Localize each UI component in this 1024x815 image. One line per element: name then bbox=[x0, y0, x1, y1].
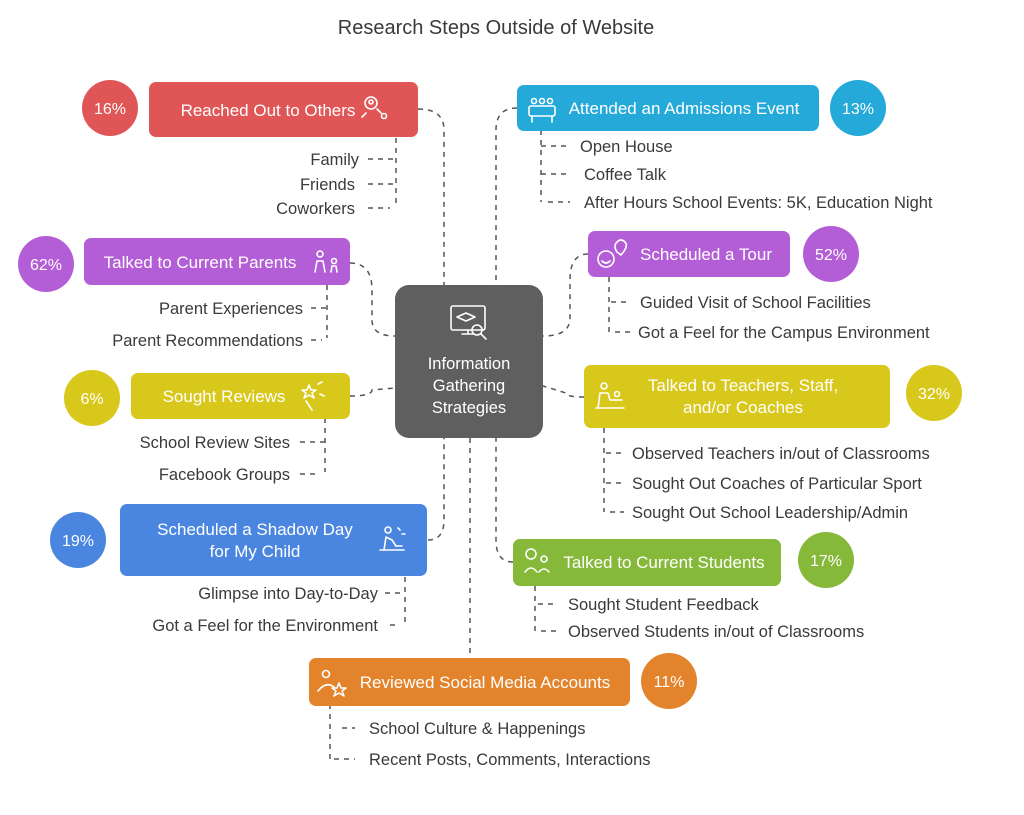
branch-box bbox=[120, 504, 427, 576]
person-network-icon bbox=[361, 96, 388, 120]
location-smile-icon bbox=[597, 239, 628, 268]
branch-label: Attended an Admissions Event bbox=[569, 99, 800, 118]
branch-label-line-2: for My Child bbox=[210, 542, 301, 561]
sub-item: Parent Recommendations bbox=[112, 332, 303, 350]
percent-badge bbox=[798, 532, 854, 588]
branch-label: Sought Reviews bbox=[163, 387, 286, 406]
percent-badge bbox=[803, 226, 859, 282]
branch-box bbox=[149, 82, 418, 137]
branch-label-line-2: and/or Coaches bbox=[683, 398, 803, 417]
people-star-icon bbox=[317, 669, 347, 697]
branch-label: Reviewed Social Media Accounts bbox=[360, 673, 610, 692]
branch-admissions-event: Attended an Admissions Event 13% Open Ho… bbox=[517, 80, 933, 212]
connectors bbox=[300, 107, 630, 760]
sub-item: Sought Out School Leadership/Admin bbox=[632, 504, 908, 522]
branch-reached-out: 16% Reached Out to Others Family Friends… bbox=[82, 80, 418, 218]
branch-reviews: 6% Sought Reviews School Review Sites Fa… bbox=[64, 370, 350, 484]
center-label-line-3: Strategies bbox=[432, 399, 506, 417]
sub-item: Observed Teachers in/out of Classrooms bbox=[632, 445, 930, 463]
sub-item: Guided Visit of School Facilities bbox=[640, 294, 871, 312]
teacher-desk-icon bbox=[595, 382, 625, 409]
branch-box bbox=[588, 231, 790, 277]
percent-value: 62% bbox=[30, 257, 62, 274]
branch-label: Talked to Current Students bbox=[563, 553, 764, 572]
percent-value: 11% bbox=[654, 674, 685, 691]
branch-label-line-1: Talked to Teachers, Staff, bbox=[648, 376, 838, 395]
diagram-title: Research Steps Outside of Website bbox=[338, 17, 654, 39]
branch-box bbox=[84, 238, 350, 285]
center-label-line-1: Information bbox=[428, 355, 511, 373]
percent-value: 52% bbox=[815, 247, 847, 264]
branch-box bbox=[584, 365, 890, 428]
branch-shadow-day: 19% Scheduled a Shadow Day for My Child … bbox=[50, 504, 427, 635]
research-monitor-icon bbox=[450, 305, 487, 340]
branch-box bbox=[309, 658, 630, 706]
sub-item: After Hours School Events: 5K, Education… bbox=[584, 194, 933, 212]
sub-item: Sought Student Feedback bbox=[568, 596, 760, 614]
percent-badge bbox=[64, 370, 120, 426]
branch-box bbox=[131, 373, 350, 419]
sub-item: School Culture & Happenings bbox=[369, 720, 585, 738]
branch-label: Reached Out to Others bbox=[181, 101, 356, 120]
branch-box bbox=[513, 539, 781, 586]
star-review-icon bbox=[301, 381, 325, 411]
sub-item: Family bbox=[310, 151, 359, 169]
center-label-line-2: Gathering bbox=[433, 377, 505, 395]
sub-item: Sought Out Coaches of Particular Sport bbox=[632, 475, 922, 493]
branch-tour: Scheduled a Tour 52% Guided Visit of Sch… bbox=[588, 226, 930, 342]
sub-item: Parent Experiences bbox=[159, 300, 303, 318]
percent-value: 17% bbox=[810, 553, 842, 570]
sub-item: Coffee Talk bbox=[584, 166, 667, 184]
students-chat-icon bbox=[524, 548, 550, 573]
percent-badge bbox=[641, 653, 697, 709]
branch-current-parents: 62% Talked to Current Parents Parent Exp… bbox=[18, 236, 350, 350]
center-node: Information Gathering Strategies bbox=[395, 285, 543, 438]
percent-badge bbox=[18, 236, 74, 292]
percent-badge bbox=[830, 80, 886, 136]
percent-value: 16% bbox=[94, 101, 126, 118]
sub-item: Observed Students in/out of Classrooms bbox=[568, 623, 864, 641]
percent-badge bbox=[906, 365, 962, 421]
branch-label-line-1: Scheduled a Shadow Day bbox=[157, 520, 353, 539]
sub-item: School Review Sites bbox=[140, 434, 290, 452]
branch-label: Talked to Current Parents bbox=[104, 253, 297, 272]
branch-students: Talked to Current Students 17% Sought St… bbox=[513, 532, 864, 641]
parent-child-icon bbox=[314, 250, 338, 273]
percent-badge bbox=[50, 512, 106, 568]
percent-value: 6% bbox=[80, 391, 103, 408]
percent-value: 19% bbox=[62, 533, 94, 550]
branch-label: Scheduled a Tour bbox=[640, 245, 772, 264]
sub-item: Friends bbox=[300, 176, 355, 194]
branch-teachers: Talked to Teachers, Staff, and/or Coache… bbox=[584, 365, 962, 522]
sub-item: Glimpse into Day-to-Day bbox=[198, 585, 378, 603]
branch-box bbox=[517, 85, 819, 131]
sub-item: Got a Feel for the Environment bbox=[152, 617, 378, 635]
percent-badge bbox=[82, 80, 138, 136]
sub-item: Got a Feel for the Campus Environment bbox=[638, 324, 930, 342]
percent-value: 32% bbox=[918, 386, 950, 403]
child-desk-icon bbox=[379, 526, 406, 551]
branch-social-media: Reviewed Social Media Accounts 11% Schoo… bbox=[309, 653, 697, 769]
sub-item: Open House bbox=[580, 138, 673, 156]
sub-item: Recent Posts, Comments, Interactions bbox=[369, 751, 651, 769]
audience-icon bbox=[528, 97, 556, 123]
sub-item: Coworkers bbox=[276, 200, 355, 218]
sub-item: Facebook Groups bbox=[159, 466, 290, 484]
percent-value: 13% bbox=[842, 101, 874, 118]
